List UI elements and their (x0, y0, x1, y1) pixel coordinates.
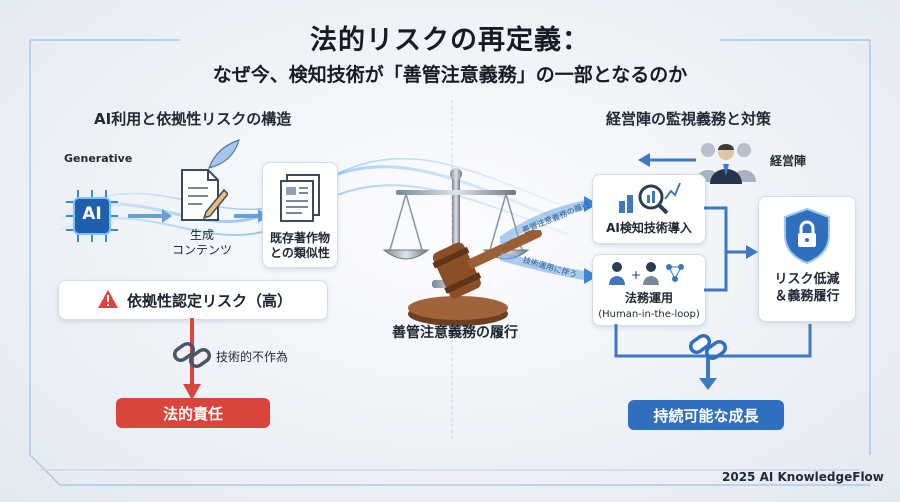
legal-liability-badge: 法的責任 (116, 398, 270, 428)
management-label: 経営陣 (770, 152, 806, 169)
legal-ops-label: 法務運用 (593, 291, 705, 306)
arrow-right-icon (126, 206, 176, 226)
footer-credit: 2025 AI KnowledgeFlow (722, 470, 884, 484)
broken-chain-icon (170, 338, 214, 372)
chain-link-icon (686, 330, 730, 364)
existing-works-label: 既存著作物 との類似性 (263, 231, 337, 261)
shield-lock-icon (781, 207, 833, 265)
existing-works-card: 既存著作物 との類似性 (262, 162, 338, 268)
duty-fulfillment-label: 善管注意義務の履行 (380, 322, 530, 342)
risk-reduction-label: リスク低減 ＆義務履行 (759, 271, 855, 305)
warning-icon (97, 289, 119, 309)
risk-label: 依拠性認定リスク（高） (127, 290, 292, 311)
documents-icon (277, 173, 323, 225)
ai-chip-text: AI (64, 204, 120, 224)
left-section-heading: AI利用と依拠性リスクの構造 (94, 108, 291, 129)
page-title: 法的リスクの再定義： (0, 18, 900, 57)
legal-ops-card: + 法務運用 (Human-in-the-loop) (592, 254, 706, 326)
arrow-left-icon (636, 150, 700, 170)
merge-connectors (704, 200, 764, 300)
human-in-loop-icon: + (607, 259, 691, 287)
inaction-label: 技術的不作為 (216, 348, 288, 365)
ai-detection-card: AI検知技術導入 (592, 174, 706, 244)
leaf-icon (205, 138, 241, 172)
ai-detection-label: AI検知技術導入 (593, 221, 705, 236)
risk-card: 依拠性認定リスク（高） (58, 280, 328, 320)
svg-text:+: + (631, 268, 641, 282)
risk-reduction-card: リスク低減 ＆義務履行 (758, 196, 856, 322)
page-subtitle: なぜ今、検知技術が「善管注意義務」の一部となるのか (0, 60, 900, 87)
generated-content-label: 生成 コンテンツ (162, 228, 242, 258)
analytics-search-icon (617, 179, 681, 217)
sustainable-growth-badge: 持続可能な成長 (628, 400, 784, 430)
ai-chip-icon: AI (64, 188, 120, 244)
document-edit-icon (178, 168, 228, 224)
right-section-heading: 経営陣の監視義務と対策 (606, 108, 771, 129)
